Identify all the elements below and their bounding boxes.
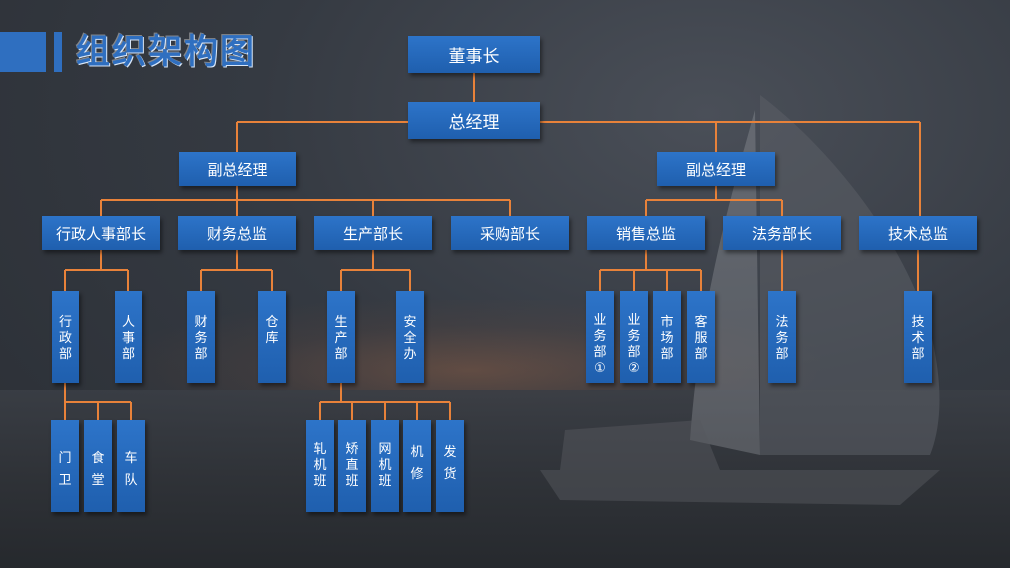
node-chairman: 董事长 [408, 36, 540, 73]
node-purchasing-head: 采购部长 [451, 216, 569, 250]
label: 网机班 [378, 442, 392, 489]
node-legal-head: 法务部长 [723, 216, 841, 250]
node-sales-director: 销售总监 [587, 216, 705, 250]
node-canteen: 食堂 [84, 420, 112, 512]
node-tech-dept: 技术部 [904, 291, 932, 383]
node-finance-dept: 财务部 [187, 291, 215, 383]
label: 生产部 [334, 315, 348, 362]
node-sales-dept-1: 业务部① [586, 291, 614, 383]
label: 行政部 [58, 315, 72, 362]
label: 矫直班 [345, 442, 359, 489]
node-straightening-team: 矫直班 [338, 420, 366, 512]
node-tech-director: 技术总监 [859, 216, 977, 250]
node-production-dept: 生产部 [327, 291, 355, 383]
label: 业务部① [593, 313, 607, 376]
label: 门卫 [58, 451, 72, 488]
label: 法务部 [775, 315, 789, 362]
node-maintenance: 机修 [403, 420, 431, 512]
node-sales-dept-2: 业务部② [620, 291, 648, 383]
node-admin-dept: 行政部 [52, 291, 79, 383]
title-block [0, 32, 46, 72]
label: 业务部② [627, 313, 641, 376]
node-vp-left: 副总经理 [179, 152, 296, 186]
page-title: 组织架构图 [76, 32, 256, 72]
node-admin-hr-head: 行政人事部长 [42, 216, 160, 250]
title-accent-bar [54, 32, 62, 72]
label: 发货 [443, 445, 457, 482]
node-service-dept: 客服部 [687, 291, 715, 383]
node-mesh-team: 网机班 [371, 420, 399, 512]
label: 车队 [124, 451, 138, 488]
label: 食堂 [91, 451, 105, 488]
node-hr-dept: 人事部 [115, 291, 142, 383]
node-production-head: 生产部长 [314, 216, 432, 250]
node-rolling-team: 轧机班 [306, 420, 334, 512]
label: 仓库 [265, 315, 279, 346]
node-legal-dept: 法务部 [768, 291, 796, 383]
node-fleet: 车队 [117, 420, 145, 512]
node-gate-guard: 门卫 [51, 420, 79, 512]
node-safety-office: 安全办 [396, 291, 424, 383]
node-warehouse: 仓库 [258, 291, 286, 383]
node-vp-right: 副总经理 [657, 152, 775, 186]
label: 财务部 [194, 315, 208, 362]
label: 安全办 [403, 315, 417, 362]
label: 客服部 [694, 315, 708, 362]
node-shipping: 发货 [436, 420, 464, 512]
label: 轧机班 [313, 442, 327, 489]
node-finance-director: 财务总监 [178, 216, 296, 250]
node-marketing-dept: 市场部 [653, 291, 681, 383]
label: 人事部 [121, 315, 135, 362]
label: 机修 [410, 445, 424, 482]
label: 市场部 [660, 315, 674, 362]
label: 技术部 [911, 315, 925, 362]
node-general-manager: 总经理 [408, 102, 540, 139]
